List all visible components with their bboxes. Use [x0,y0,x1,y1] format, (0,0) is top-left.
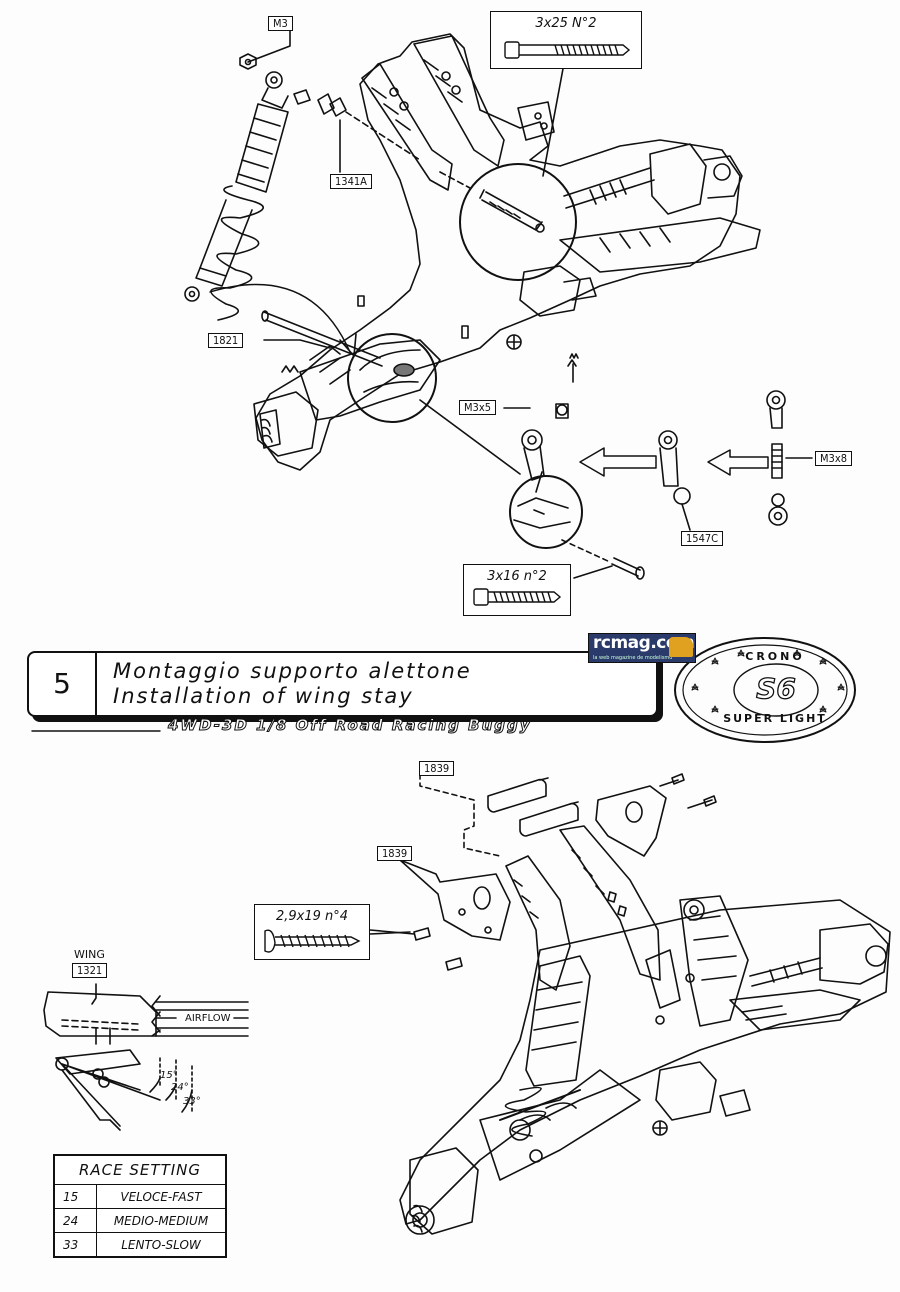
angle-15: 15° [160,1070,178,1081]
screw-box-3x16: 3x16 n°2 [463,564,571,616]
crono-logo-top: CRONO [745,650,805,663]
product-subtitle: 4WD-3D 1/8 Off Road Racing Buggy [168,716,532,735]
self-tapping-screw-icon [264,929,361,953]
shock-absorber-top [184,71,289,321]
rcmag-logo: rcmag.com la web magazine de modelismo [588,633,696,663]
wing-caption: WING [74,948,105,961]
rcmag-tagline: la web magazine de modelismo [593,655,673,661]
screw-3x25-icon [504,41,631,59]
step-header-box: 5 Montaggio supporto alettone Installati… [27,651,658,717]
race-setting-value: 33 [53,1232,97,1258]
label-1547c: 1547C [681,531,724,546]
rod-end-parts [521,353,813,526]
screw-2-9x19-label: 2,9x19 n°4 [275,909,349,924]
race-setting-table: RACE SETTING 15 VELOCE-FAST 24 MEDIO-MED… [53,1154,227,1258]
race-setting-value: 15 [53,1184,97,1209]
label-m3: M3 [268,16,293,31]
screw-3x16-label: 3x16 n°2 [487,569,547,584]
angle-24: 24° [171,1082,189,1093]
label-m3x8: M3x8 [815,451,852,466]
step-title-english: Installation of wing stay [113,684,414,708]
bottom-assembly-illustration [43,637,891,1235]
screw-3x25-label: 3x25 N°2 [535,16,597,31]
screw-box-3x25: 3x25 N°2 [490,11,642,69]
race-setting-header-row: RACE SETTING [53,1154,227,1185]
table-row: 33 LENTO-SLOW [53,1232,227,1258]
race-setting-name: VELOCE-FAST [96,1184,227,1209]
wing-angle-detail [43,983,249,1131]
table-row: 15 VELOCE-FAST [53,1184,227,1209]
label-1321: 1321 [72,963,108,978]
angle-33: 33° [183,1096,201,1107]
race-setting-value: 24 [53,1208,97,1233]
crono-logo-bottom: SUPER LIGHT [723,712,827,725]
label-1341a: 1341A [330,174,372,189]
table-row: 24 MEDIO-MEDIUM [53,1208,227,1233]
top-assembly-illustration [184,27,813,580]
race-setting-name: MEDIO-MEDIUM [96,1208,227,1233]
step-number: 5 [29,653,97,715]
rear-gearbox-assembly-top [253,33,761,471]
step-title-italian: Montaggio supporto alettone [113,659,472,683]
crono-logo-mark: S6 [756,671,797,705]
car-icon [669,637,693,657]
race-setting-name: LENTO-SLOW [96,1232,227,1258]
label-m3x5: M3x5 [459,400,496,415]
airflow-label: AIRFLOW [183,1013,233,1024]
label-1821: 1821 [208,333,244,348]
screw-3x16-icon [473,588,562,606]
shock-absorber-bottom [504,955,591,1141]
screw-box-2-9x19: 2,9x19 n°4 [254,904,370,960]
race-setting-header: RACE SETTING [53,1154,227,1185]
label-1839-side: 1839 [377,846,413,861]
crono-stars [691,649,845,713]
label-1839-top: 1839 [419,761,455,776]
